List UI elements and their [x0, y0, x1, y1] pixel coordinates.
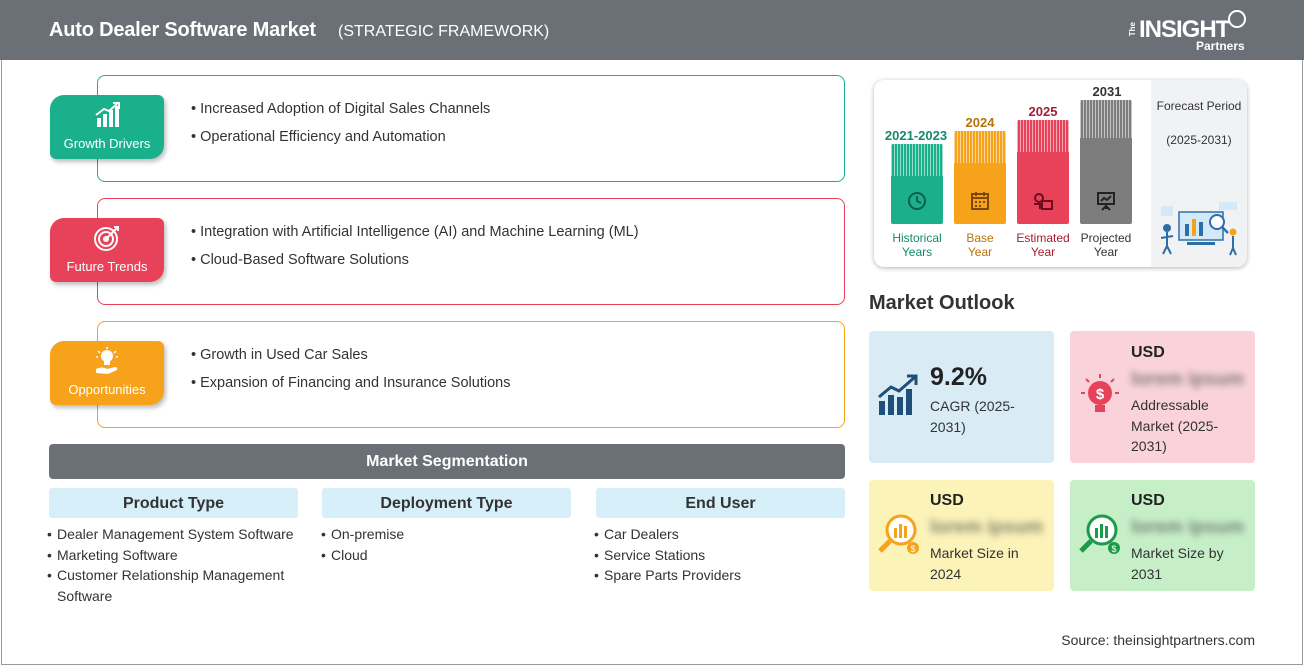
logo-the-text: The	[1128, 22, 1137, 37]
segment-heading-end-user: End User	[596, 488, 845, 518]
history-icon	[908, 192, 926, 210]
forecast-period-panel: Forecast Period (2025-2031)	[1151, 80, 1247, 267]
forecast-title: Forecast Period	[1156, 99, 1242, 113]
period-bar-projected	[1080, 100, 1132, 224]
period-year-projected: 2031	[1092, 84, 1122, 99]
market-outlook-title: Market Outlook	[869, 292, 1015, 314]
size-2024-currency: USD	[930, 492, 964, 509]
market-size-2031-tile: $ USD lorem ipsum Market Size by 2031	[1070, 480, 1255, 591]
growth-drivers-label: Growth Drivers	[63, 136, 151, 151]
cagr-value: 9.2%	[930, 363, 987, 391]
list-item: • Expansion of Financing and Insurance S…	[191, 375, 511, 391]
segment-list-product-type: Dealer Management System Software Market…	[47, 524, 308, 606]
opportunities-badge: Opportunities	[50, 341, 164, 405]
segment-heading-deployment-type: Deployment Type	[322, 488, 571, 518]
list-item: Service Stations	[594, 545, 844, 566]
size-2031-currency: USD	[1131, 492, 1165, 509]
size-2031-value: lorem ipsum	[1131, 517, 1244, 538]
lightbulb-hand-icon	[96, 347, 118, 374]
cagr-tile: 9.2% CAGR (2025-2031)	[869, 331, 1054, 463]
content-frame	[1, 60, 1303, 665]
opportunities-card: • Growth in Used Car Sales • Expansion o…	[97, 321, 845, 428]
future-trends-badge: Future Trends	[50, 218, 164, 282]
list-item: Cloud	[321, 545, 571, 566]
presentation-icon	[1097, 192, 1115, 211]
list-item: • Operational Efficiency and Automation	[191, 129, 446, 145]
svg-text:$: $	[1111, 544, 1116, 554]
list-item: • Increased Adoption of Digital Sales Ch…	[191, 101, 491, 117]
future-trends-label: Future Trends	[66, 259, 148, 274]
opportunities-list: • Growth in Used Car Sales • Expansion o…	[191, 341, 510, 397]
market-size-2024-tile: $ USD lorem ipsum Market Size in 2024	[869, 480, 1054, 591]
size-2031-label: Market Size by 2031	[1131, 545, 1224, 582]
logo-ring-icon	[1228, 10, 1246, 28]
analyst-illustration-icon	[1160, 202, 1237, 256]
list-item: Car Dealers	[594, 524, 844, 545]
opportunities-label: Opportunities	[68, 382, 146, 397]
target-icon	[94, 226, 119, 251]
addressable-value: lorem ipsum	[1131, 369, 1244, 390]
list-item: • Growth in Used Car Sales	[191, 347, 368, 363]
svg-text:$: $	[910, 544, 915, 554]
insight-partners-logo[interactable]: The INSIGHT Partners	[1128, 10, 1248, 54]
svg-text:$: $	[1096, 386, 1105, 403]
growth-chart-icon	[878, 374, 918, 415]
growth-drivers-card: • Increased Adoption of Digital Sales Ch…	[97, 75, 845, 182]
segment-heading-product-type: Product Type	[49, 488, 298, 518]
page-title: Auto Dealer Software Market	[49, 19, 316, 41]
period-year-base: 2024	[965, 115, 995, 130]
segment-list-end-user: Car Dealers Service Stations Spare Parts…	[594, 524, 844, 586]
segment-list-deployment-type: On-premise Cloud	[321, 524, 571, 566]
segmentation-title: Market Segmentation	[49, 444, 845, 479]
header-bar: Auto Dealer Software Market (STRATEGIC F…	[0, 0, 1304, 60]
future-trends-list: • Integration with Artificial Intelligen…	[191, 218, 639, 274]
list-item: • Integration with Artificial Intelligen…	[191, 224, 639, 240]
addressable-currency: USD	[1131, 344, 1165, 361]
period-year-historical: 2021-2023	[884, 128, 948, 143]
size-2024-value: lorem ipsum	[930, 517, 1043, 538]
list-item: • Cloud-Based Software Solutions	[191, 252, 409, 268]
cagr-label: CAGR (2025-2031)	[930, 398, 1015, 435]
logo-insight-text: INSIGHT	[1139, 16, 1230, 43]
gears-icon	[1034, 193, 1053, 210]
calendar-icon	[971, 192, 989, 210]
list-item: Dealer Management System Software	[47, 524, 308, 545]
list-item: On-premise	[321, 524, 571, 545]
dollar-bulb-icon: $	[1081, 374, 1119, 412]
list-item: Marketing Software	[47, 545, 308, 566]
list-item: Customer Relationship Management Softwar…	[47, 565, 308, 606]
period-bar-base	[954, 131, 1006, 224]
source-note: Source: theinsightpartners.com	[1061, 632, 1255, 648]
forecast-range: (2025-2031)	[1166, 133, 1232, 147]
magnifier-chart-icon: $	[1079, 514, 1120, 554]
growth-drivers-list: • Increased Adoption of Digital Sales Ch…	[191, 95, 490, 151]
growth-drivers-badge: Growth Drivers	[50, 95, 164, 159]
logo-partners-text: Partners	[1196, 39, 1245, 53]
size-2024-label: Market Size in 2024	[930, 545, 1019, 582]
addressable-label: Addressable Market (2025-2031)	[1131, 397, 1219, 454]
period-bar-estimated	[1017, 120, 1069, 224]
addressable-market-tile: $ USD lorem ipsum Addressable Market (20…	[1070, 331, 1255, 463]
magnifier-chart-icon: $	[878, 514, 919, 554]
page-subtitle: (STRATEGIC FRAMEWORK)	[338, 23, 550, 40]
period-year-estimated: 2025	[1028, 104, 1058, 119]
list-item: Spare Parts Providers	[594, 565, 844, 586]
bar-chart-growth-icon	[95, 102, 120, 127]
future-trends-card: • Integration with Artificial Intelligen…	[97, 198, 845, 305]
period-bar-historical	[891, 144, 943, 224]
